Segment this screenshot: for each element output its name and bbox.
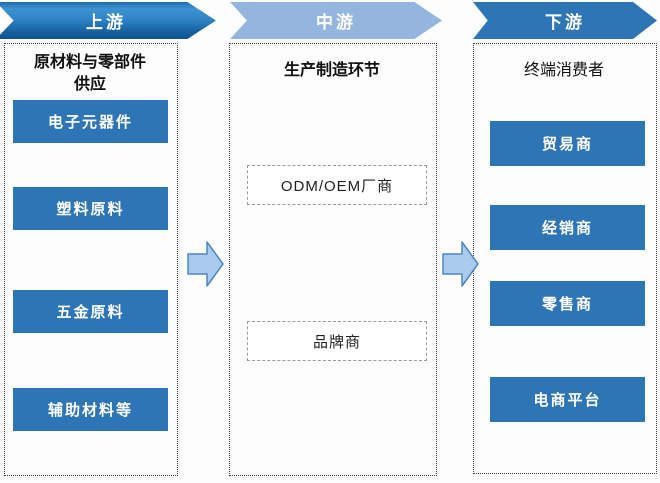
stage-banner-midstream-label: 中游 [316,13,356,32]
upstream-item-auxiliary-materials: 辅助材料等 [13,388,168,431]
upstream-title-line1: 原材料与零部件 [33,54,146,71]
stage-banner-downstream: 下游 [473,2,657,39]
stage-banner-midstream: 中游 [230,2,442,39]
midstream-title: 生产制造环节 [283,62,380,79]
downstream-item-traders: 贸易商 [490,121,645,166]
stage-banner-upstream-label: 上游 [86,13,126,32]
midstream-box [229,43,437,476]
downstream-item-retailers: 零售商 [490,281,645,326]
downstream-item-distributors: 经销商 [490,205,645,250]
stage-banner-downstream-label: 下游 [545,13,585,32]
upstream-item-hardware-materials: 五金原料 [13,290,168,333]
upstream-item-plastic-materials: 塑料原料 [13,187,168,230]
right-arrow-icon [187,241,224,287]
downstream-item-ecommerce: 电商平台 [490,377,645,422]
upstream-title: 原材料与零部件 供应 [10,52,170,97]
upstream-box [4,43,178,476]
stage-banner-upstream: 上游 [0,2,216,39]
upstream-title-line2: 供应 [73,76,106,94]
downstream-title: 终端消费者 [523,62,604,79]
midstream-item-odm-oem: ODM/OEM厂商 [247,165,427,205]
upstream-item-electronic-components: 电子元器件 [13,100,168,143]
midstream-item-brand: 品牌商 [247,321,427,361]
right-arrow-icon [442,241,479,287]
